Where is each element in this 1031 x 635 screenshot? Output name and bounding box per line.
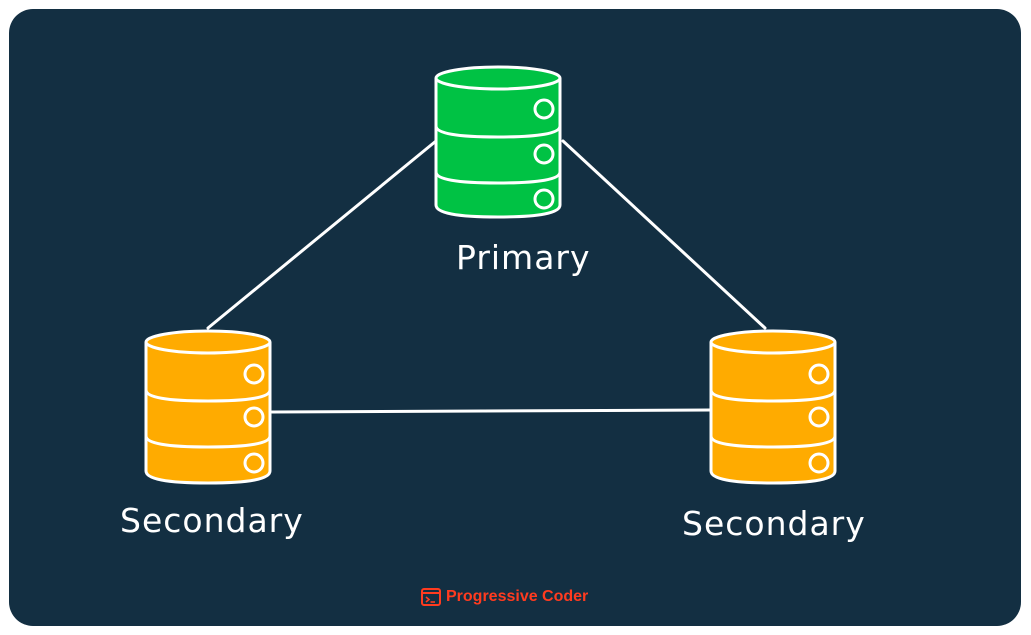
secondary-left-label: Secondary: [120, 501, 304, 540]
connection-primary-secondary-right: [561, 139, 767, 330]
secondary-right-label: Secondary: [682, 504, 866, 543]
primary-label: Primary: [456, 238, 591, 277]
secondary-right-database-icon: [709, 329, 837, 485]
connection-primary-secondary-left: [206, 139, 438, 330]
secondary-left-database-icon: [144, 329, 272, 485]
primary-database-icon: [434, 65, 562, 219]
brand-name: Progressive Coder: [446, 588, 589, 605]
terminal-window-icon: [421, 588, 441, 606]
brand-logo: Progressive Coder: [421, 588, 588, 606]
connection-secondary-left-secondary-right: [270, 408, 713, 414]
